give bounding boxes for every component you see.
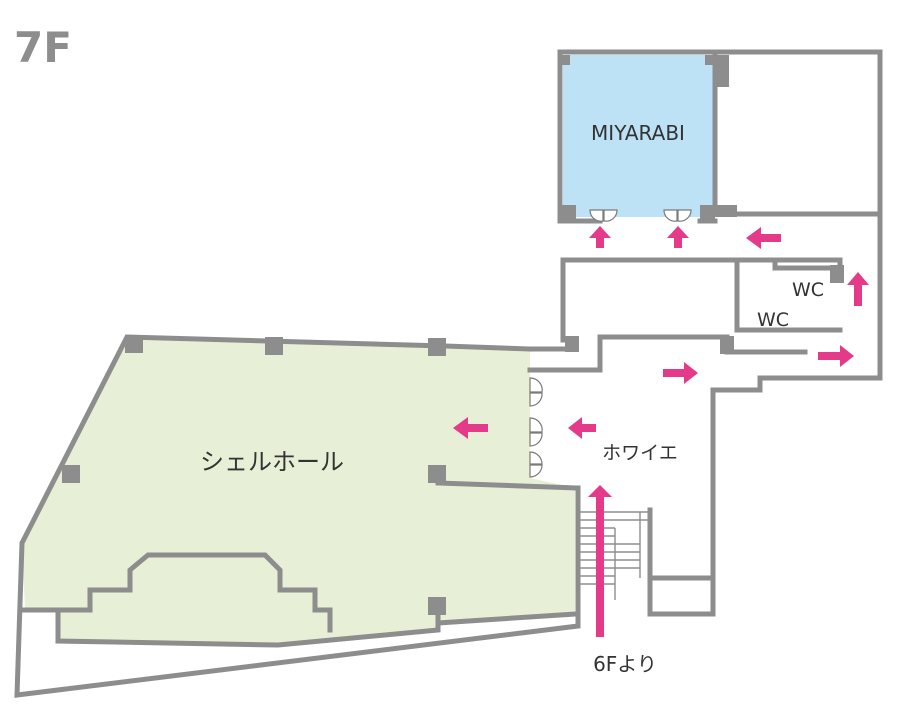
arrow-up-icon bbox=[589, 226, 611, 248]
doors bbox=[529, 209, 692, 478]
miyarabi-room[interactable] bbox=[563, 55, 715, 217]
pillars bbox=[62, 55, 844, 615]
foyer-label: ホワイエ bbox=[602, 442, 678, 464]
miyarabi-label: MIYARABI bbox=[591, 121, 685, 145]
shell-hall-label: シェルホール bbox=[200, 448, 344, 476]
wc-label: WC bbox=[757, 309, 789, 331]
arrow-right-icon bbox=[818, 345, 854, 367]
arrow-left-icon bbox=[453, 417, 488, 439]
stairs bbox=[580, 511, 648, 600]
shell-hall-room[interactable] bbox=[22, 337, 575, 645]
wc-label: WC bbox=[792, 279, 824, 301]
arrow-up-icon bbox=[667, 226, 689, 248]
arrow-up-icon bbox=[847, 272, 869, 306]
route-arrows bbox=[453, 226, 869, 637]
arrow-left-icon bbox=[568, 417, 596, 439]
arrow-right-icon bbox=[663, 362, 698, 384]
arrow-left-icon bbox=[746, 227, 781, 249]
entrance-note: 6Fより bbox=[593, 652, 657, 676]
arrow-up-icon bbox=[588, 485, 612, 637]
floor-number: 7F bbox=[14, 23, 72, 72]
